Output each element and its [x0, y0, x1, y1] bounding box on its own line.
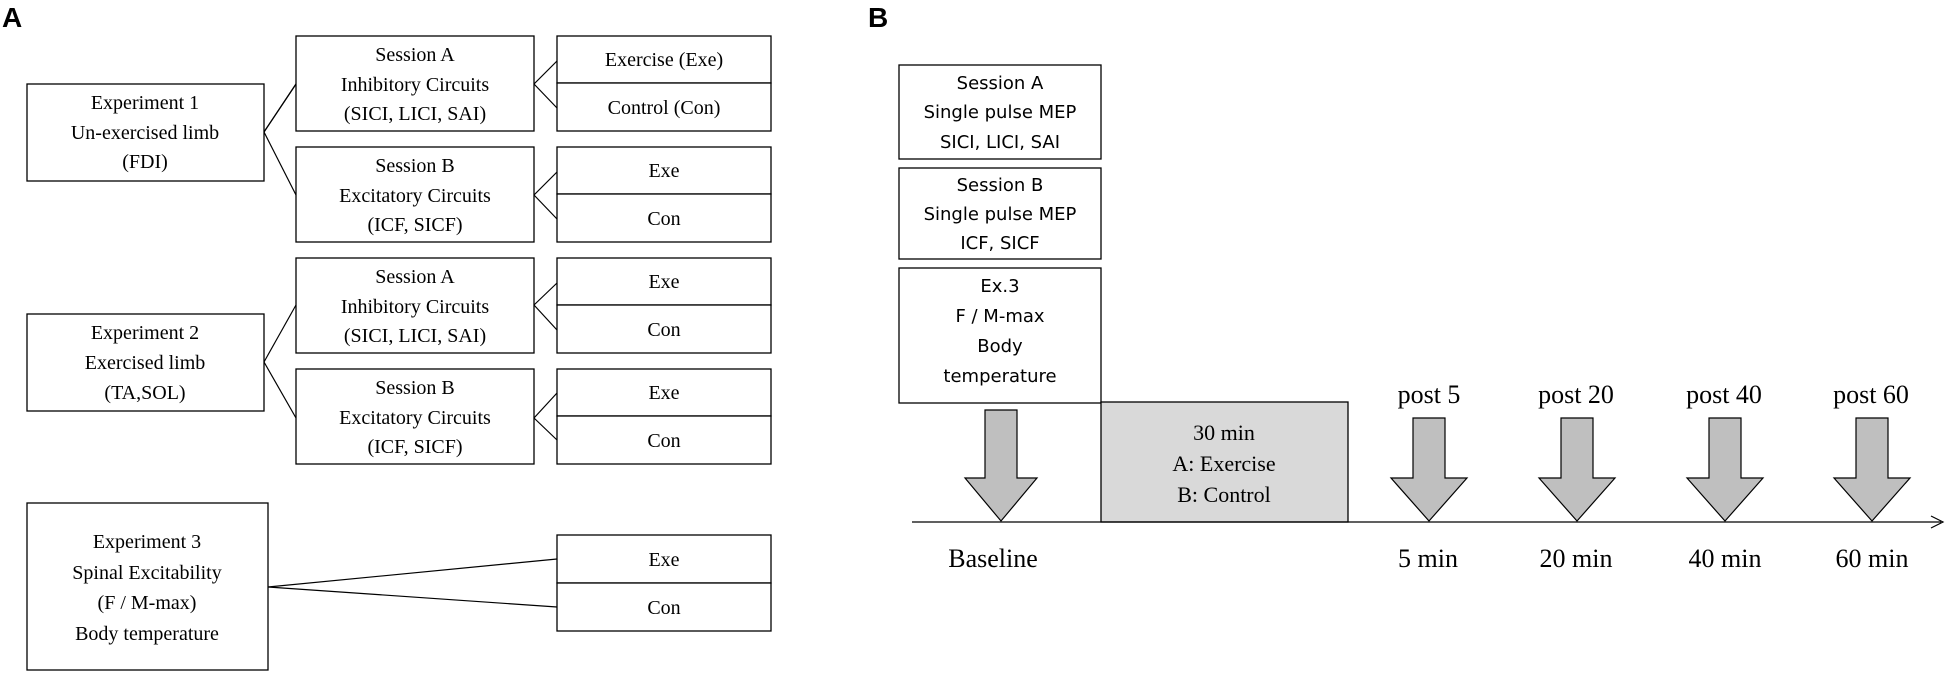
svg-text:Single pulse MEP: Single pulse MEP — [924, 102, 1077, 123]
svg-text:ICF, SICF: ICF, SICF — [960, 233, 1039, 254]
panel-b-session-b-box: Session B Single pulse MEP ICF, SICF — [898, 167, 1102, 260]
svg-text:(SICI, LICI, SAI): (SICI, LICI, SAI) — [344, 103, 486, 125]
svg-text:Exe: Exe — [648, 271, 679, 293]
svg-text:Con: Con — [647, 430, 680, 452]
panel-b-session-a-box: Session A Single pulse MEP SICI, LICI, S… — [898, 64, 1102, 160]
svg-text:Session B: Session B — [957, 175, 1044, 196]
svg-text:Exercised limb: Exercised limb — [85, 352, 206, 374]
svg-text:(ICF, SICF): (ICF, SICF) — [367, 436, 462, 458]
svg-text:Exercise (Exe): Exercise (Exe) — [605, 49, 723, 71]
exp3-options: Exe Con — [556, 534, 772, 632]
timepoint-post-5: post 5 5 min — [1389, 380, 1469, 573]
panel-b-label: B — [868, 2, 888, 33]
exp1-session-b-options: Exe Con — [556, 146, 772, 243]
experiment-1-box: Experiment 1 Un-exercised limb (FDI) — [26, 83, 265, 182]
svg-text:Session A: Session A — [957, 73, 1044, 94]
exp2-session-b-options: Exe Con — [556, 368, 772, 465]
svg-text:Inhibitory Circuits: Inhibitory Circuits — [341, 296, 490, 318]
intervention-box: 30 min A: Exercise B: Control — [1100, 401, 1349, 523]
baseline-label: Baseline — [948, 544, 1038, 573]
svg-text:(FDI): (FDI) — [122, 151, 168, 173]
svg-text:Exe: Exe — [648, 549, 679, 571]
timepoint-bottom-label: 5 min — [1398, 544, 1458, 573]
svg-text:SICI, LICI, SAI: SICI, LICI, SAI — [940, 132, 1060, 153]
svg-text:Con: Con — [647, 597, 680, 619]
timepoint-top-label: post 5 — [1398, 380, 1461, 409]
svg-text:Exe: Exe — [648, 382, 679, 404]
svg-text:Session B: Session B — [375, 377, 454, 399]
exp2-session-a-options: Exe Con — [556, 257, 772, 354]
svg-text:Spinal Excitability: Spinal Excitability — [72, 562, 221, 584]
svg-text:(SICI, LICI, SAI): (SICI, LICI, SAI) — [344, 325, 486, 347]
svg-text:30 min: 30 min — [1193, 420, 1255, 445]
svg-text:Control (Con): Control (Con) — [608, 97, 721, 119]
svg-text:A: Exercise: A: Exercise — [1172, 451, 1275, 476]
baseline-arrow — [963, 409, 1039, 522]
svg-text:Single pulse MEP: Single pulse MEP — [924, 204, 1077, 225]
svg-text:Ex.3: Ex.3 — [980, 276, 1019, 297]
svg-text:Experiment 2: Experiment 2 — [91, 322, 199, 344]
svg-text:Session B: Session B — [375, 155, 454, 177]
exp1-session-b-box: Session B Excitatory Circuits (ICF, SICF… — [295, 146, 535, 243]
svg-text:(F / M-max): (F / M-max) — [98, 592, 197, 614]
exp2-session-a-box: Session A Inhibitory Circuits (SICI, LIC… — [295, 257, 535, 354]
svg-text:Experiment 1: Experiment 1 — [91, 92, 199, 114]
timepoint-post-40: post 40 40 min — [1685, 380, 1765, 573]
svg-text:(TA,SOL): (TA,SOL) — [104, 382, 185, 404]
experiment-3-box: Experiment 3 Spinal Excitability (F / M-… — [26, 502, 269, 671]
svg-text:temperature: temperature — [943, 366, 1056, 387]
panel-a-label: A — [2, 2, 22, 33]
panel-b-ex3-box: Ex.3 F / M-max Body temperature — [898, 267, 1102, 404]
timepoint-top-label: post 20 — [1538, 380, 1614, 409]
timeline-axis — [912, 515, 1945, 529]
svg-text:Inhibitory Circuits: Inhibitory Circuits — [341, 74, 490, 96]
exp2-session-b-box: Session B Excitatory Circuits (ICF, SICF… — [295, 368, 535, 465]
svg-text:Excitatory Circuits: Excitatory Circuits — [339, 185, 491, 207]
timepoint-bottom-label: 60 min — [1836, 544, 1909, 573]
experiment-2-box: Experiment 2 Exercised limb (TA,SOL) — [26, 313, 265, 412]
timepoint-top-label: post 40 — [1686, 380, 1762, 409]
timepoint-bottom-label: 40 min — [1689, 544, 1762, 573]
svg-text:Session A: Session A — [375, 266, 455, 288]
svg-text:Experiment 3: Experiment 3 — [93, 531, 201, 553]
svg-text:Session A: Session A — [375, 44, 455, 66]
exp1-session-a-box: Session A Inhibitory Circuits (SICI, LIC… — [295, 35, 535, 132]
svg-text:Con: Con — [647, 208, 680, 230]
timepoint-post-20: post 20 20 min — [1537, 380, 1617, 573]
svg-text:Exe: Exe — [648, 160, 679, 182]
svg-text:(ICF, SICF): (ICF, SICF) — [367, 214, 462, 236]
svg-text:Con: Con — [647, 319, 680, 341]
exp1-session-a-options: Exercise (Exe) Control (Con) — [556, 35, 772, 132]
svg-text:Body temperature: Body temperature — [75, 623, 219, 645]
svg-text:B: Control: B: Control — [1177, 482, 1271, 507]
timepoint-bottom-label: 20 min — [1540, 544, 1613, 573]
svg-text:Un-exercised limb: Un-exercised limb — [71, 122, 219, 144]
svg-text:Excitatory Circuits: Excitatory Circuits — [339, 407, 491, 429]
panel-a-connectors — [263, 60, 558, 608]
timepoint-post-60: post 60 60 min — [1832, 380, 1912, 573]
svg-text:Body: Body — [977, 336, 1023, 357]
svg-text:F / M-max: F / M-max — [955, 306, 1044, 327]
timepoint-top-label: post 60 — [1833, 380, 1909, 409]
